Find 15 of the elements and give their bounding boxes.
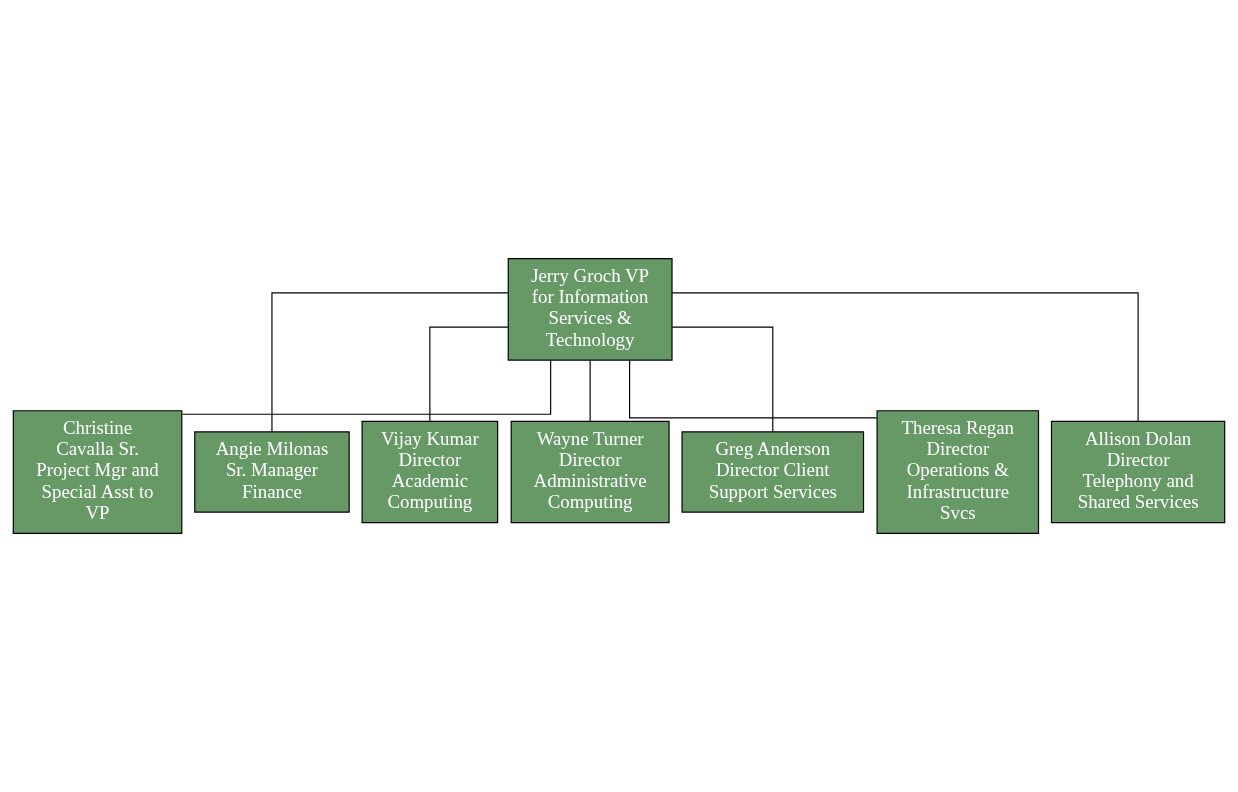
node-box: Christine Cavalla Sr. Project Mgr and Special Asst to VP (12, 410, 183, 534)
connector (429, 326, 509, 422)
node-box: Allison Dolan Director Telephony and Shared Services (1050, 420, 1226, 524)
connector (671, 326, 774, 433)
node-box: Greg Anderson Director Client Support Services (681, 431, 865, 513)
node-box: Theresa Regan Director Operations & Infrastructure Svcs (876, 410, 1040, 534)
connector (629, 359, 878, 419)
node-box: Jerry Groch VP for Information Services & Technology (507, 258, 673, 361)
connector (181, 359, 552, 415)
connector (271, 292, 509, 433)
node-box: Vijay Kumar Director Academic Computing (361, 420, 499, 524)
connector (589, 359, 591, 422)
node-box: Wayne Turner Director Administrative Computing (510, 420, 670, 524)
node-box: Angie Milonas Sr. Manager Finance (194, 431, 350, 513)
connector (671, 292, 1139, 422)
